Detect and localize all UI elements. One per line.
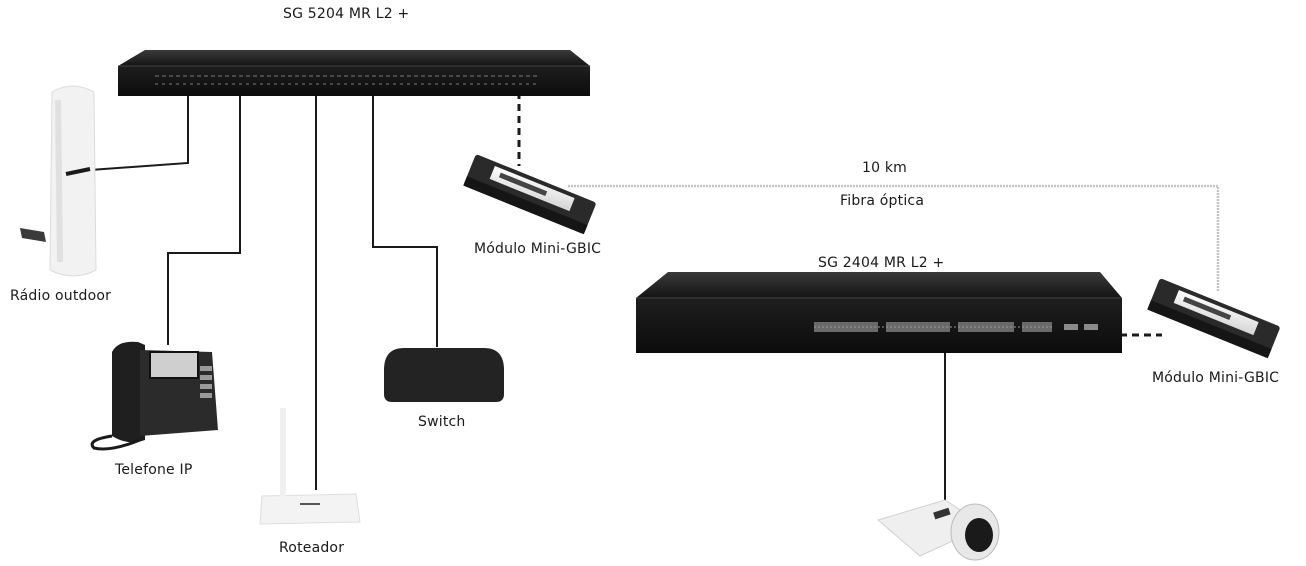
- ip-phone-device: [92, 342, 218, 449]
- small-switch-label: Switch: [418, 414, 466, 430]
- router-label: Roteador: [279, 540, 344, 556]
- mini-gbic-left-device: [463, 154, 596, 234]
- switch-remote-device: [636, 272, 1122, 353]
- router-device: [260, 408, 360, 524]
- switch-main-label: SG 5204 MR L2 +: [283, 6, 409, 22]
- cable-phone: [168, 92, 240, 345]
- radio-label: Rádio outdoor: [10, 288, 111, 304]
- switch-main-device: [118, 50, 590, 96]
- radio-outdoor-device: [20, 86, 96, 276]
- link-distance-label: 10 km: [862, 160, 907, 176]
- mini-gbic-right-label: Módulo Mini-GBIC: [1152, 370, 1279, 386]
- ip-camera-device: [878, 500, 999, 560]
- cable-radio: [90, 92, 188, 170]
- mini-gbic-left-label: Módulo Mini-GBIC: [474, 241, 601, 257]
- mini-gbic-right-device: [1147, 278, 1280, 358]
- link-medium-label: Fibra óptica: [840, 193, 924, 209]
- small-switch-device: [384, 348, 504, 402]
- cable-switch: [373, 92, 437, 347]
- phone-label: Telefone IP: [115, 462, 193, 478]
- switch-remote-label: SG 2404 MR L2 +: [818, 255, 944, 271]
